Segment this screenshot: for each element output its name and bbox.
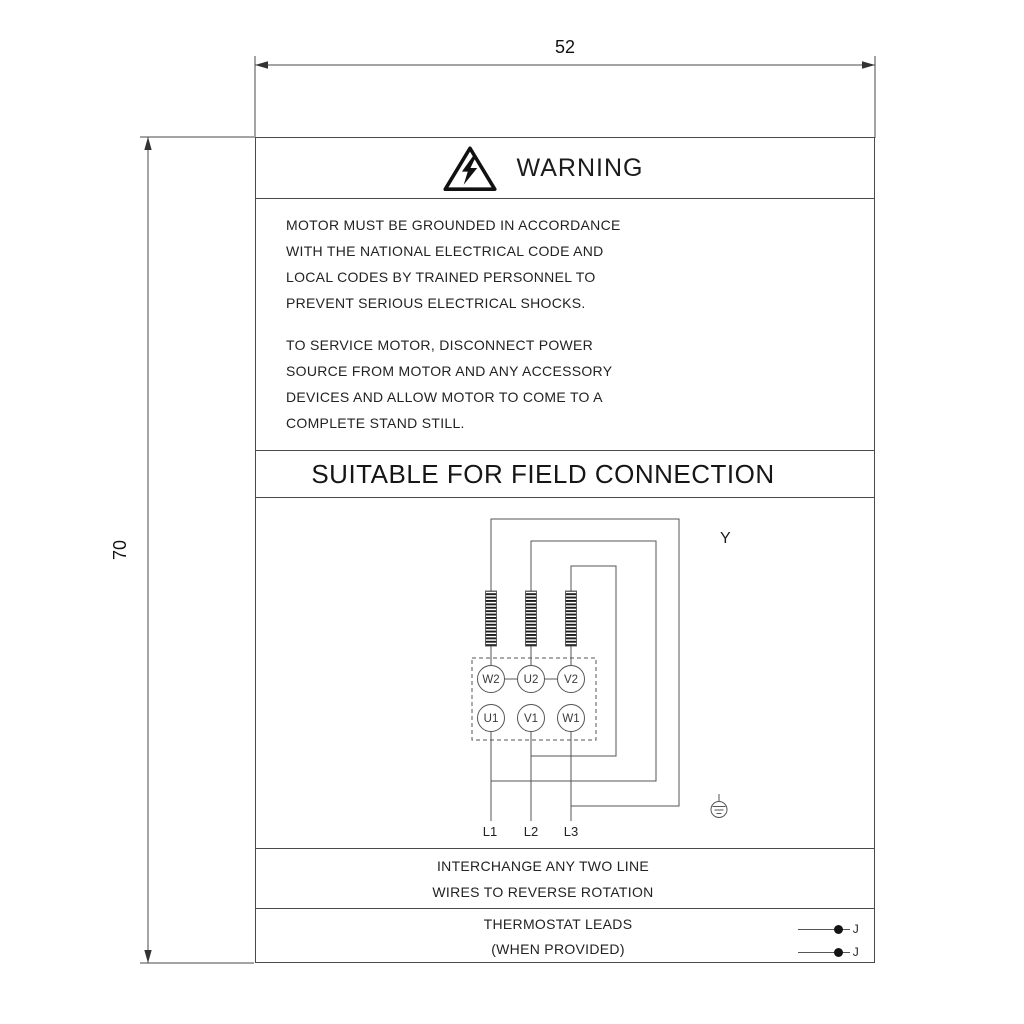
terminal-label: W1 [562,713,579,725]
terminal-v1: V1 [517,704,545,732]
text-line: WITH THE NATIONAL ELECTRICAL CODE AND [286,243,604,259]
arrow-up-icon [144,137,152,150]
terminal-label: W2 [482,674,499,686]
thermostat-lead: J [797,945,859,959]
warning-header: WARNING [256,138,874,199]
terminal-block-outline [471,657,597,741]
service-paragraph: TO SERVICE MOTOR, DISCONNECT POWER SOURC… [286,332,874,436]
terminal-u2: U2 [517,665,545,693]
height-dimension: 70 [110,136,254,964]
lead-wire [797,951,850,953]
text-line: DEVICES AND ALLOW MOTOR TO COME TO A [286,389,603,405]
text-line: SOURCE FROM MOTOR AND ANY ACCESSORY [286,363,613,379]
text-line: THERMOSTAT LEADS [483,916,633,932]
field-connection-title: SUITABLE FOR FIELD CONNECTION [311,458,775,489]
text-line: INTERCHANGE ANY TWO LINE [436,858,650,874]
lead-label: J [852,945,859,959]
text-line: LOCAL CODES BY TRAINED PERSONNEL TO [286,269,596,285]
line-label-l1: L1 [483,824,497,839]
lead-label: J [852,922,859,936]
winding-wires [490,518,680,807]
terminal-w1: W1 [557,704,585,732]
thermostat-section: THERMOSTAT LEADS (WHEN PROVIDED) J J [256,909,874,964]
arrow-left-icon [255,61,268,69]
text-line: TO SERVICE MOTOR, DISCONNECT POWER [286,337,594,353]
text-line: COMPLETE STAND STILL. [286,415,465,431]
height-dimension-label: 70 [110,540,130,560]
arrow-right-icon [862,61,875,69]
warning-title: WARNING [516,153,644,182]
lead-wire [797,928,850,930]
winding-coil [525,590,537,647]
wye-wiring-diagram: W2 U2 V2 U1 V1 [471,518,731,839]
terminal-w2: W2 [477,665,505,693]
line-label-l3: L3 [564,824,578,839]
terminal-v2: V2 [557,665,585,693]
arrow-down-icon [144,950,152,963]
terminal-label: U2 [524,674,539,686]
terminal-u1: U1 [477,704,505,732]
ground-icon [710,794,728,818]
motor-windings [485,590,577,666]
winding-coil [565,590,577,647]
text-line: PREVENT SERIOUS ELECTRICAL SHOCKS. [286,295,586,311]
text-line: (WHEN PROVIDED) [491,941,625,957]
text-line: MOTOR MUST BE GROUNDED IN ACCORDANCE [286,217,621,233]
width-dimension: 52 [254,37,876,138]
rotation-note-section: INTERCHANGE ANY TWO LINE WIRES TO REVERS… [256,849,874,909]
high-voltage-warning-icon [442,145,497,191]
thermostat-lead: J [797,922,859,936]
winding-coil [485,590,497,647]
lead-terminal-dot [833,924,843,934]
supply-line-leads: L1 L2 L3 [483,731,578,839]
terminal-label: U1 [484,713,499,725]
wye-connection-label: Y [720,530,731,547]
wiring-diagram-section: W2 U2 V2 U1 V1 [256,498,874,849]
field-connection-banner: SUITABLE FOR FIELD CONNECTION [256,451,874,498]
width-dimension-label: 52 [555,37,575,57]
line-label-l2: L2 [524,824,538,839]
text-line: WIRES TO REVERSE ROTATION [432,884,654,900]
motor-warning-label: WARNING MOTOR MUST BE GROUNDED IN ACCORD… [255,137,875,963]
lead-terminal-dot [833,947,843,957]
terminal-label: V2 [564,674,578,686]
safety-text-section: MOTOR MUST BE GROUNDED IN ACCORDANCE WIT… [256,199,874,451]
grounding-paragraph: MOTOR MUST BE GROUNDED IN ACCORDANCE WIT… [286,212,874,316]
terminal-label: V1 [524,713,538,725]
